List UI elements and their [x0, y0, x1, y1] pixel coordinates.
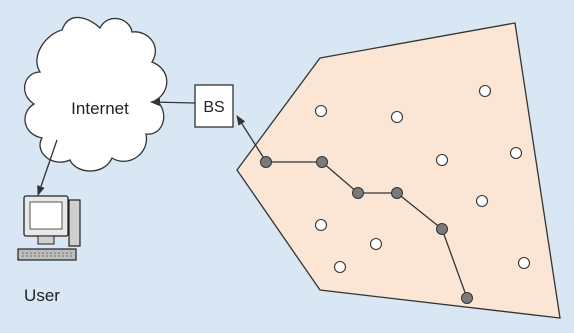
base-station-label: BS: [203, 99, 224, 116]
sensor-field-region: [236, 22, 561, 319]
idle-node: [390, 110, 404, 124]
active-nodes: [260, 156, 473, 304]
base-station-box: [194, 84, 234, 128]
routing-path: [266, 161, 468, 299]
internet-label: Internet: [71, 99, 129, 118]
tower-icon: [68, 199, 81, 247]
idle-node: [314, 218, 328, 232]
idle-node: [475, 194, 489, 208]
desktop-computer-icon: [17, 195, 81, 261]
active-node: [461, 292, 473, 304]
idle-node: [517, 256, 531, 270]
internet-to-user-arrow: [37, 139, 58, 196]
idle-node: [314, 104, 328, 118]
keyboard-icon: [17, 248, 77, 261]
active-node: [316, 156, 328, 168]
sink-to-bs-arrow: [236, 115, 266, 161]
bs-to-internet-arrow: [150, 98, 196, 107]
monitor-stand: [37, 235, 55, 245]
internet-cloud: [23, 16, 168, 172]
monitor-screen: [29, 201, 63, 230]
idle-node: [333, 260, 347, 274]
active-node: [260, 156, 272, 168]
idle-node: [478, 84, 492, 98]
active-node: [436, 223, 448, 235]
idle-node: [369, 237, 383, 251]
active-node: [352, 187, 364, 199]
user-label: User: [24, 286, 60, 305]
idle-nodes: [314, 84, 531, 274]
idle-node: [509, 146, 523, 160]
idle-node: [435, 153, 449, 167]
active-node: [391, 187, 403, 199]
